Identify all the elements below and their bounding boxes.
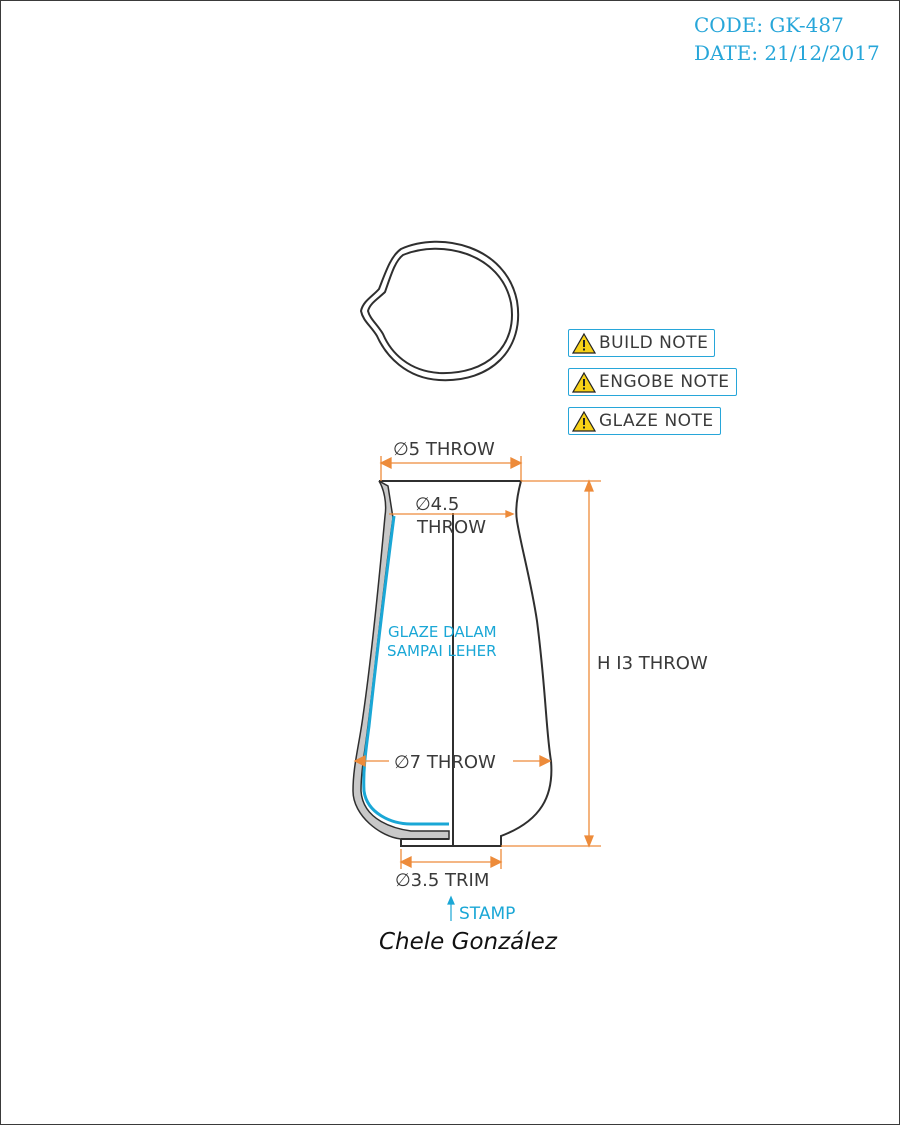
- glaze-note[interactable]: GLAZE NOTE: [568, 407, 721, 435]
- designer-signature: Chele González: [379, 929, 557, 955]
- glaze-line: [362, 515, 449, 826]
- warning-icon: [571, 410, 597, 432]
- vessel-section: [352, 478, 450, 840]
- inner-width-value: ∅4.5: [415, 494, 459, 515]
- height-label: H I3 THROW: [597, 653, 708, 674]
- notes-list: BUILD NOTE ENGOBE NOTE GLAZE NOTE: [568, 329, 737, 446]
- stamp-label: STAMP: [459, 904, 515, 924]
- dimension-lines: [353, 456, 601, 869]
- glaze-note-label: GLAZE NOTE: [599, 411, 714, 431]
- warning-icon: [571, 371, 597, 393]
- sheet-header: CODE: GK-487 DATE: 21/12/2017: [694, 11, 880, 67]
- warning-icon: [571, 332, 597, 354]
- stamp-pointer: [447, 895, 455, 921]
- engobe-note[interactable]: ENGOBE NOTE: [568, 368, 737, 396]
- foot-width-label: ∅3.5 TRIM: [395, 870, 489, 891]
- engobe-note-label: ENGOBE NOTE: [599, 372, 730, 392]
- code-label: CODE: GK-487: [694, 13, 844, 37]
- top-width-label: ∅5 THROW: [393, 439, 495, 460]
- build-note[interactable]: BUILD NOTE: [568, 329, 716, 357]
- glaze-note-line1: GLAZE DALAM: [388, 623, 497, 641]
- inner-width-suffix: THROW: [416, 517, 486, 538]
- top-view: [359, 240, 520, 382]
- vessel-outline: [379, 480, 553, 847]
- build-note-label: BUILD NOTE: [599, 333, 709, 353]
- date-label: DATE: 21/12/2017: [694, 41, 880, 65]
- glaze-note-line2: SAMPAI LEHER: [387, 642, 497, 660]
- body-width-label: ∅7 THROW: [394, 752, 496, 773]
